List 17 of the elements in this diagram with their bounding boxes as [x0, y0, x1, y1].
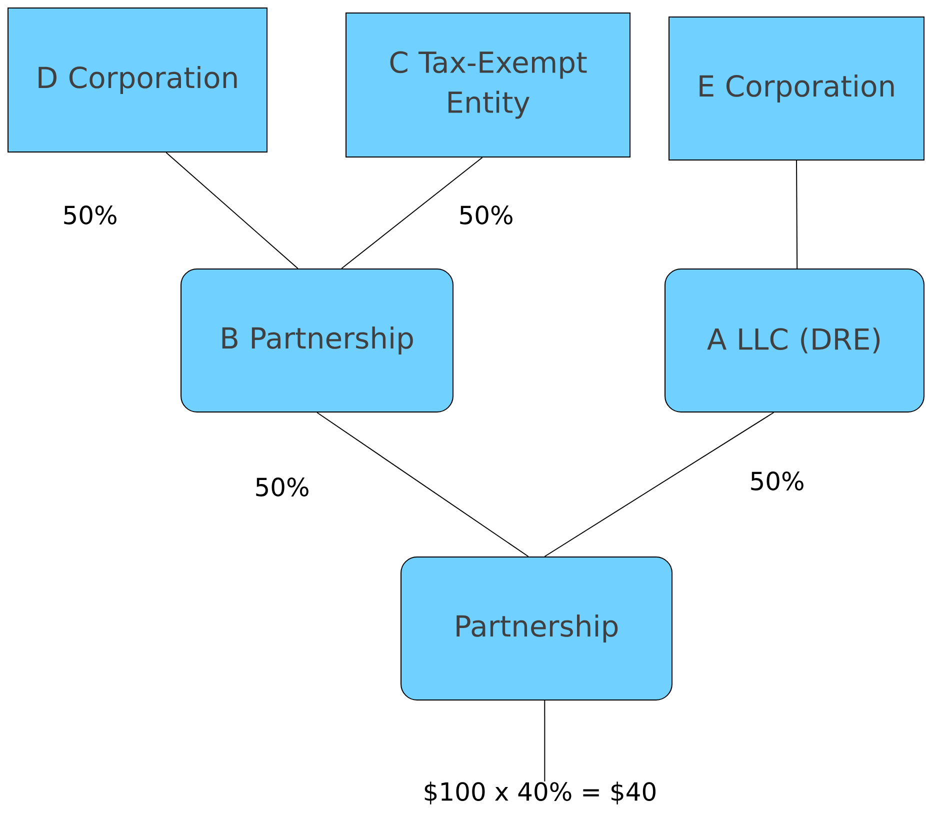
edge-label: 50%	[751, 472, 804, 490]
formula-text: $100 x 40% = $40	[424, 782, 656, 804]
connector-line	[544, 700, 546, 782]
entity-box: Partnership	[400, 556, 672, 700]
entity-box: D Corporation	[8, 8, 268, 152]
connector-line	[166, 152, 298, 269]
edge-label: 50%	[256, 478, 308, 496]
entity-box: B Partnership	[180, 268, 454, 412]
entity-box: A LLC (DRE)	[664, 268, 924, 412]
entity-box: E Corporation	[668, 16, 924, 160]
entity-box: C Tax-Exempt Entity	[346, 12, 630, 158]
connector-line	[544, 412, 774, 557]
connector-line	[341, 157, 483, 269]
connector-line	[796, 160, 798, 269]
edge-label: 50%	[64, 206, 116, 224]
edge-label: 50%	[460, 206, 512, 224]
connector-line	[316, 412, 529, 557]
